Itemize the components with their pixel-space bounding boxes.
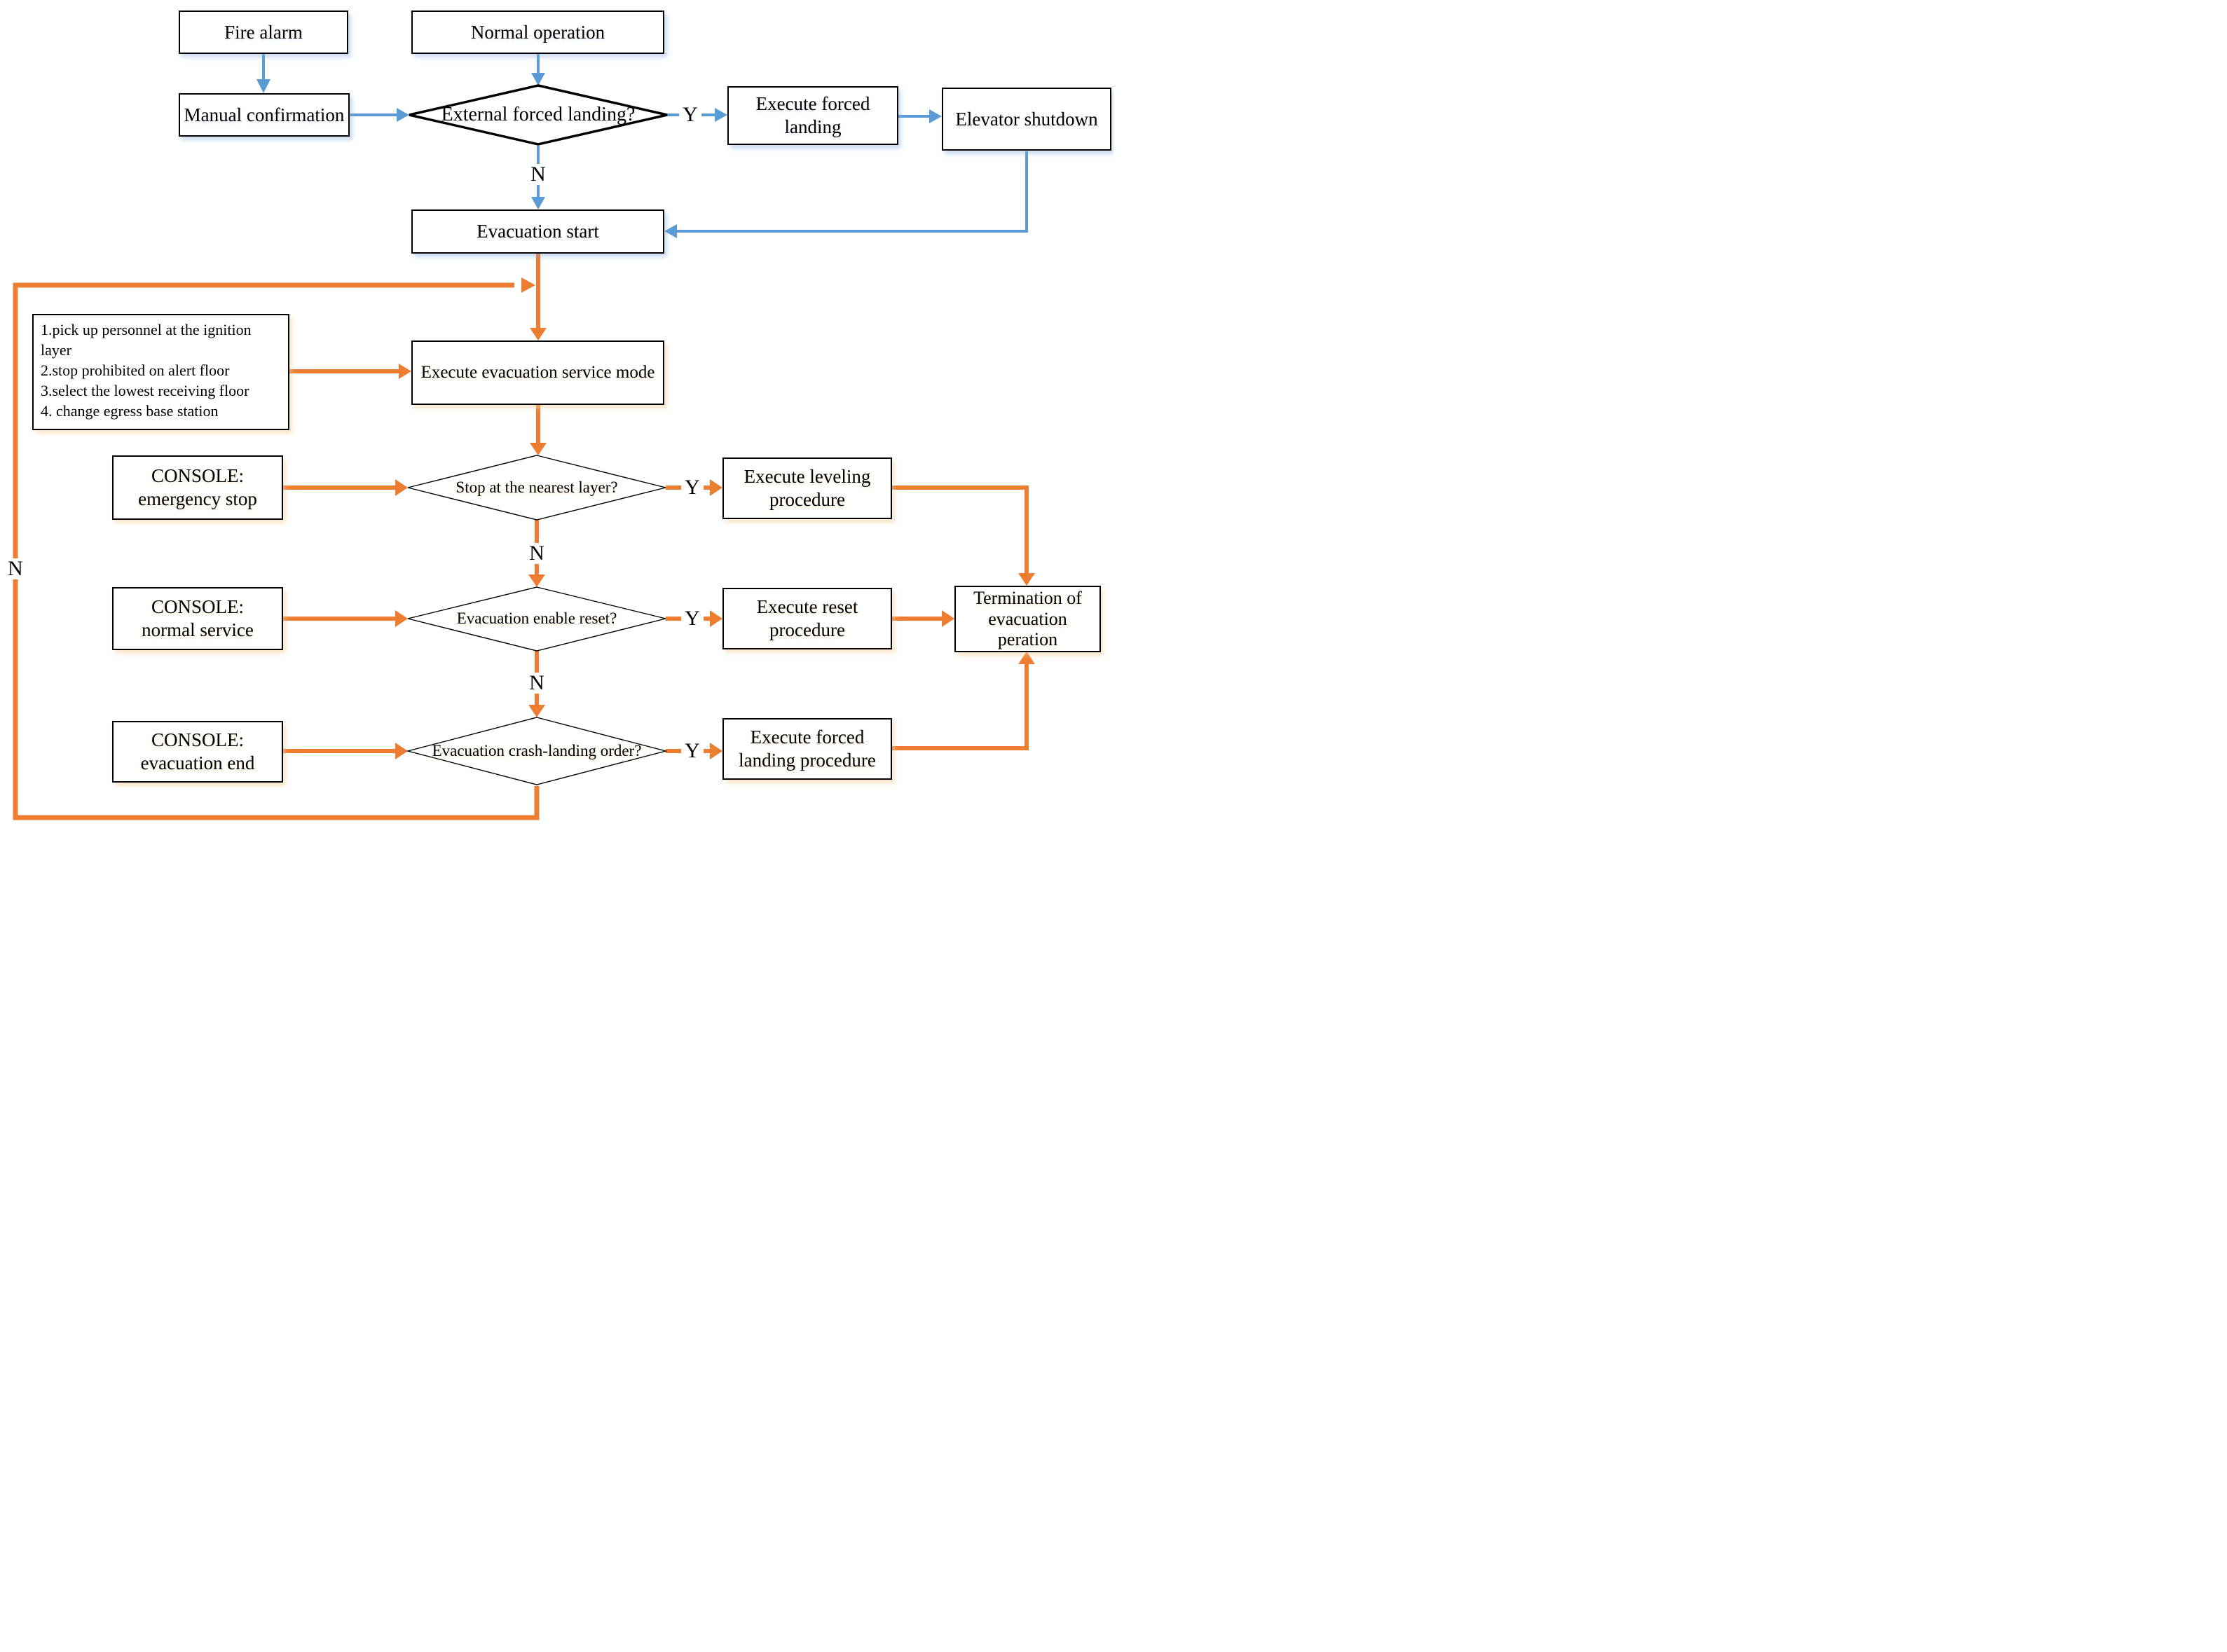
execute-forced-landing-label: Execute forced landing: [755, 93, 870, 137]
note-item-3: 3.select the lowest receiving floor: [41, 382, 249, 400]
label-yes-diamond2: Y: [681, 477, 704, 498]
box-execute-reset-procedure: Execute reset procedure: [722, 588, 892, 649]
box-console-normal-service: CONSOLE: normal service: [112, 587, 283, 650]
evacuation-start-label: Evacuation start: [477, 221, 599, 242]
arrowhead-loop-junction: [521, 277, 535, 293]
arrowhead-diamond2-no: [528, 574, 545, 587]
console-normal-service-line2: normal service: [142, 619, 254, 640]
label-no-diamond2: N: [526, 543, 548, 564]
diamond-external-forced-landing: [409, 84, 668, 146]
normal-operation-label: Normal operation: [470, 21, 605, 43]
termination-label: Termination of evacuation peration: [973, 587, 1082, 650]
label-no-diamond1: N: [527, 164, 549, 185]
console-evacuation-end-line1: CONSOLE:: [151, 729, 244, 751]
box-execute-forced-landing: Execute forced landing: [727, 86, 898, 145]
box-evacuation-start: Evacuation start: [411, 209, 664, 254]
execute-reset-procedure-label: Execute reset procedure: [756, 596, 858, 640]
arrowhead-diamond1-yes: [715, 108, 727, 122]
diamond-evacuation-crash-landing: [406, 717, 668, 785]
note-item-4: 4. change egress base station: [41, 402, 219, 420]
arrowhead-diamond4-yes: [710, 743, 722, 759]
execute-evacuation-service-mode-label: Execute evacuation service mode: [420, 362, 655, 382]
console-normal-service-line1: CONSOLE:: [151, 596, 244, 618]
arrowhead-diamond2-yes: [710, 479, 722, 496]
label-no-diamond3: N: [526, 673, 548, 694]
arrow-leveling-to-termination: [892, 486, 1029, 574]
arrowhead-shutdown-to-evacstart: [664, 224, 677, 238]
arrowhead-diamond3-no: [528, 705, 545, 717]
console-evacuation-end-line2: evacuation end: [140, 752, 255, 773]
note-item-2: 2.stop prohibited on alert floor: [41, 362, 230, 380]
diamond2-label: Stop at the nearest layer?: [455, 479, 618, 496]
arrowhead-forcedproc-to-termination: [1018, 652, 1035, 664]
arrowhead-reset-to-termination: [942, 610, 954, 627]
elevator-shutdown-label: Elevator shutdown: [955, 108, 1098, 130]
diamond-stop-nearest-layer: [407, 455, 666, 521]
label-yes-diamond1: Y: [679, 104, 701, 125]
label-yes-diamond4: Y: [681, 741, 704, 762]
note-item-1: 1.pick up personnel at the ignition laye…: [41, 321, 252, 359]
box-console-emergency-stop: CONSOLE: emergency stop: [112, 455, 283, 520]
diamond-evacuation-enable-reset: [407, 586, 666, 652]
arrowhead-evacstart-to-servicemode: [530, 328, 547, 340]
arrow-forcedproc-to-termination: [892, 663, 1029, 750]
arrowhead-diamond1-no: [531, 197, 545, 209]
box-elevator-shutdown: Elevator shutdown: [942, 88, 1111, 151]
loop-no-return: [13, 282, 540, 820]
box-manual-confirmation: Manual confirmation: [179, 93, 350, 137]
diamond3-label: Evacuation enable reset?: [456, 610, 617, 627]
arrowhead-normalop-to-diamond1: [531, 73, 545, 85]
console-emergency-stop-line1: CONSOLE:: [151, 465, 244, 487]
diamond1-label: External forced landing?: [441, 104, 636, 125]
box-execute-leveling-procedure: Execute leveling procedure: [722, 457, 892, 519]
arrowhead-console3-to-diamond4: [395, 743, 408, 759]
diamond4-label: Evacuation crash-landing order?: [432, 742, 642, 759]
arrowhead-leveling-to-termination: [1018, 573, 1035, 586]
arrowhead-manual-to-diamond1: [397, 108, 409, 122]
console-emergency-stop-line2: emergency stop: [138, 488, 257, 509]
arrowhead-console2-to-diamond3: [395, 610, 408, 627]
arrowhead-forcedlanding-to-shutdown: [929, 109, 942, 123]
box-execute-forced-landing-procedure: Execute forced landing procedure: [722, 718, 892, 780]
box-evacuation-notes: 1.pick up personnel at the ignition laye…: [32, 314, 289, 430]
arrowhead-console1-to-diamond2: [395, 479, 408, 496]
arrowhead-notes-to-servicemode: [399, 364, 411, 379]
connector-layer: [13, 54, 1035, 820]
fire-alarm-label: Fire alarm: [224, 21, 303, 43]
execute-leveling-procedure-label: Execute leveling procedure: [744, 466, 871, 510]
box-console-evacuation-end: CONSOLE: evacuation end: [112, 721, 283, 783]
box-fire-alarm: Fire alarm: [179, 11, 348, 54]
flowchart-canvas: Fire alarm Normal operation Manual confi…: [0, 0, 1114, 826]
arrowhead-firealarm-to-manual: [256, 79, 270, 93]
arrowhead-diamond3-yes: [710, 610, 722, 627]
arrow-shutdown-to-evacstart: [676, 151, 1028, 233]
box-execute-evacuation-service-mode: Execute evacuation service mode: [411, 340, 664, 405]
arrowhead-servicemode-to-diamond2: [530, 443, 547, 455]
label-no-loop: N: [4, 558, 27, 579]
label-yes-diamond3: Y: [681, 608, 704, 629]
execute-forced-landing-procedure-label: Execute forced landing procedure: [739, 727, 876, 771]
manual-confirmation-label: Manual confirmation: [184, 104, 345, 125]
box-termination: Termination of evacuation peration: [954, 586, 1101, 652]
box-normal-operation: Normal operation: [411, 11, 664, 54]
